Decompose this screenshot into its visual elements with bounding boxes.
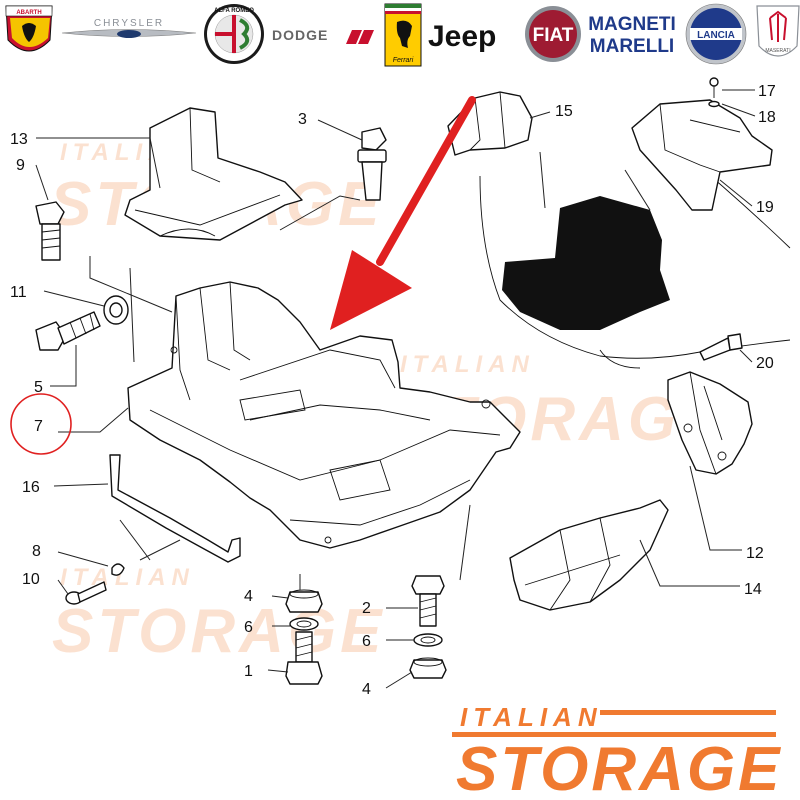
part-18-washer bbox=[708, 100, 720, 108]
callout-13: 13 bbox=[10, 131, 28, 148]
callout-5: 5 bbox=[34, 379, 43, 396]
leader-lines bbox=[35, 89, 756, 689]
highlight-arrow bbox=[330, 96, 476, 330]
callout-4-top: 4 bbox=[244, 588, 253, 605]
callout-17: 17 bbox=[758, 83, 776, 100]
callout-6-right: 6 bbox=[362, 633, 371, 650]
part-6-washer-right bbox=[413, 633, 443, 647]
part-7-underbody-shield bbox=[127, 281, 521, 549]
part-14-shield bbox=[509, 499, 669, 611]
jeep-logo: Jeep bbox=[428, 20, 496, 53]
callout-20: 20 bbox=[756, 355, 774, 372]
marelli-wordmark: MARELLI bbox=[590, 36, 674, 57]
callout-4-bottom: 4 bbox=[362, 681, 371, 698]
part-5-bolt bbox=[35, 311, 101, 351]
part-17-bolt bbox=[709, 77, 719, 98]
ferrari-wordmark: Ferrari bbox=[393, 57, 414, 64]
magneti-marelli-logo: MAGNETI MARELLI bbox=[588, 14, 676, 57]
part-8-washer bbox=[111, 563, 125, 576]
fiat-logo: FIAT bbox=[525, 6, 581, 62]
lancia-logo: LANCIA bbox=[685, 3, 747, 65]
chrysler-logo: CHRYSLER bbox=[61, 18, 197, 38]
part-10-bolt bbox=[65, 581, 107, 605]
car-outline-inset bbox=[479, 149, 791, 369]
abarth-wordmark: ABARTH bbox=[16, 10, 41, 16]
part-1-bolt bbox=[285, 631, 323, 685]
part-7-highlight-circle bbox=[10, 393, 72, 455]
part-6-washer-left bbox=[289, 617, 319, 631]
callout-11: 11 bbox=[10, 284, 27, 301]
part-4-nut-top bbox=[285, 589, 323, 613]
callout-16: 16 bbox=[22, 479, 40, 496]
part-4-nut-bottom bbox=[409, 657, 447, 679]
callout-12: 12 bbox=[746, 545, 764, 562]
part-3-clip bbox=[357, 127, 387, 201]
brand-logo-bar: ABARTH CHRYSLER ALFA ROMEO DODGE Ferrari… bbox=[5, 3, 800, 67]
italian-storage-logo: ITALIAN STORAGE bbox=[452, 702, 782, 800]
logo-rule-lower bbox=[452, 732, 776, 737]
callout-10: 10 bbox=[22, 571, 40, 588]
chrysler-wordmark: CHRYSLER bbox=[94, 18, 164, 29]
alfa-romeo-logo: ALFA ROMEO bbox=[204, 4, 264, 64]
logo-rule bbox=[600, 710, 776, 715]
logo-line1: ITALIAN bbox=[460, 702, 603, 732]
part-19-cover bbox=[631, 99, 773, 211]
alfa-romeo-wordmark: ALFA ROMEO bbox=[214, 8, 254, 14]
callout-labels: 13 9 3 15 17 18 19 11 5 7 16 8 10 20 12 … bbox=[10, 83, 776, 698]
lancia-wordmark: LANCIA bbox=[697, 30, 735, 41]
maserati-logo: MASERATI bbox=[756, 5, 800, 57]
part-12-heat-shield bbox=[667, 371, 753, 475]
callout-14: 14 bbox=[744, 581, 762, 598]
dodge-logo: DODGE bbox=[272, 27, 374, 44]
part-20-bolt bbox=[699, 333, 743, 361]
callout-3: 3 bbox=[298, 111, 307, 128]
magneti-wordmark: MAGNETI bbox=[588, 14, 676, 35]
callout-9: 9 bbox=[16, 157, 25, 174]
callout-6-left: 6 bbox=[244, 619, 253, 636]
watermark-bottom-line1: ITALIAN bbox=[60, 564, 195, 591]
callout-8: 8 bbox=[32, 543, 41, 560]
callout-15: 15 bbox=[555, 103, 573, 120]
callout-1: 1 bbox=[244, 663, 253, 680]
dodge-wordmark: DODGE bbox=[272, 27, 328, 43]
watermark-right-line1: ITALIAN bbox=[400, 351, 535, 378]
logo-line2: STORAGE bbox=[456, 735, 782, 800]
ferrari-logo: Ferrari bbox=[384, 3, 422, 67]
part-9-bolt bbox=[35, 201, 65, 261]
part-11-washer bbox=[103, 295, 129, 325]
callout-7: 7 bbox=[34, 418, 43, 435]
watermark-bottom-line2: STORAGE bbox=[52, 597, 385, 666]
fiat-wordmark: FIAT bbox=[533, 25, 574, 46]
callout-2: 2 bbox=[362, 600, 371, 617]
part-13-shield bbox=[124, 107, 303, 241]
abarth-logo: ABARTH bbox=[5, 5, 53, 52]
part-2-bolt bbox=[411, 575, 445, 627]
watermark-bottom: ITALIAN STORAGE bbox=[52, 564, 385, 666]
part-16-rod bbox=[109, 454, 241, 563]
callout-18: 18 bbox=[758, 109, 776, 126]
callout-19: 19 bbox=[756, 199, 774, 216]
maserati-wordmark: MASERATI bbox=[765, 48, 790, 54]
